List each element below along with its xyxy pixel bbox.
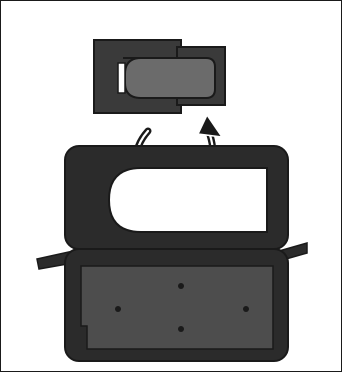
base-dot-left	[115, 306, 121, 312]
base-dot-right	[243, 306, 249, 312]
device-module-icon	[93, 39, 226, 114]
holder-frame-icon	[64, 145, 289, 250]
base-dot-top	[178, 283, 184, 289]
base-unit-icon	[64, 248, 289, 362]
base-dot-bottom	[178, 326, 184, 332]
